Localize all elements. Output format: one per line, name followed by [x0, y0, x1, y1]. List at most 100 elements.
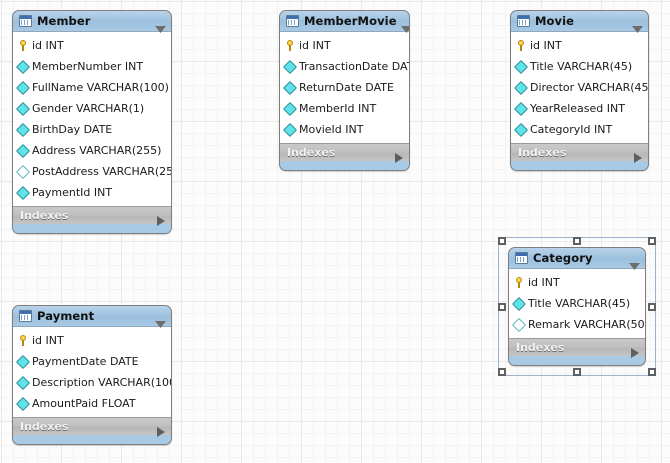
chevron-right-icon[interactable] — [631, 343, 639, 358]
chevron-down-icon[interactable] — [155, 18, 166, 33]
table-column-label: Title VARCHAR(45) — [530, 60, 633, 73]
table-column-row[interactable]: YearReleased INT — [511, 98, 648, 119]
table-column-label: Description VARCHAR(100) — [32, 376, 172, 389]
resize-handle-se[interactable] — [648, 368, 656, 376]
chevron-down-icon[interactable] — [632, 18, 643, 33]
table-column-row[interactable]: Remark VARCHAR(500) — [509, 314, 645, 335]
resize-handle-n[interactable] — [573, 237, 581, 245]
table-name-label: Category — [533, 250, 593, 265]
diamond-icon — [284, 81, 297, 94]
diamond-icon — [284, 102, 297, 115]
resize-handle-s[interactable] — [573, 368, 581, 376]
resize-handle-ne[interactable] — [648, 237, 656, 245]
table-footer-strip — [511, 161, 648, 170]
diamond-icon — [17, 355, 30, 368]
chevron-down-icon[interactable] — [155, 313, 166, 328]
table-indexes-section[interactable]: Indexes — [509, 338, 645, 358]
resize-handle-w[interactable] — [498, 302, 506, 311]
table-header-member[interactable]: Member — [13, 11, 171, 33]
table-column-row[interactable]: Title VARCHAR(45) — [509, 293, 645, 314]
chevron-right-icon[interactable] — [157, 211, 165, 226]
table-column-row[interactable]: Address VARCHAR(255) — [13, 140, 171, 161]
table-column-row[interactable]: Gender VARCHAR(1) — [13, 98, 171, 119]
table-figure-movie[interactable]: Movie id INT Title VARCHAR(45) Director VAR… — [510, 10, 649, 171]
table-column-row[interactable]: CategoryId INT — [511, 119, 648, 140]
table-column-label: Remark VARCHAR(500) — [528, 318, 646, 331]
table-column-label: Gender VARCHAR(1) — [32, 102, 145, 115]
table-column-row[interactable]: PostAddress VARCHAR(255) — [13, 161, 171, 182]
table-column-row[interactable]: FullName VARCHAR(100) — [13, 77, 171, 98]
table-footer-strip — [13, 435, 171, 444]
table-column-label: YearReleased INT — [530, 102, 625, 115]
table-column-row[interactable]: id INT — [511, 35, 648, 56]
table-header-movie[interactable]: Movie — [511, 11, 648, 33]
table-indexes-section[interactable]: Indexes — [511, 143, 648, 163]
table-indexes-label: Indexes — [20, 419, 69, 433]
selection-outline — [498, 237, 656, 376]
table-column-row[interactable]: ReturnDate DATE — [280, 77, 409, 98]
table-column-row[interactable]: Title VARCHAR(45) — [511, 56, 648, 77]
diamond-icon — [17, 144, 30, 157]
table-column-label: AmountPaid FLOAT — [32, 397, 136, 410]
table-name-label: MemberMovie — [304, 13, 397, 28]
table-figure-membermovie[interactable]: MemberMovie id INT TransactionDate DATE Ret… — [279, 10, 410, 171]
key-icon — [515, 39, 528, 52]
table-header-category[interactable]: Category — [509, 248, 645, 270]
table-name-label: Payment — [37, 308, 95, 323]
table-column-row[interactable]: Description VARCHAR(100) — [13, 372, 171, 393]
diamond-icon — [284, 60, 297, 73]
table-indexes-section[interactable]: Indexes — [280, 143, 409, 163]
chevron-down-icon[interactable] — [629, 255, 640, 270]
chevron-right-icon[interactable] — [157, 422, 165, 437]
table-column-label: TransactionDate DATE — [299, 60, 410, 73]
table-column-label: Director VARCHAR(45) — [530, 81, 649, 94]
chevron-down-icon[interactable] — [400, 18, 409, 33]
table-columns-list: id INT TransactionDate DATE ReturnDate DAT… — [280, 32, 409, 143]
table-column-row[interactable]: MovieId INT — [280, 119, 409, 140]
table-column-label: id INT — [530, 39, 562, 52]
diamond-icon — [17, 376, 30, 389]
table-column-label: id INT — [299, 39, 331, 52]
diamond-icon — [515, 81, 528, 94]
table-column-row[interactable]: id INT — [280, 35, 409, 56]
selection-handles-category — [498, 237, 656, 376]
table-column-label: PaymentId INT — [32, 186, 113, 199]
resize-handle-sw[interactable] — [498, 368, 506, 376]
table-column-row[interactable]: id INT — [509, 272, 645, 293]
table-header-membermovie[interactable]: MemberMovie — [280, 11, 409, 33]
table-column-row[interactable]: TransactionDate DATE — [280, 56, 409, 77]
table-column-row[interactable]: MemberNumber INT — [13, 56, 171, 77]
table-column-row[interactable]: BirthDay DATE — [13, 119, 171, 140]
table-column-row[interactable]: id INT — [13, 330, 171, 351]
chevron-right-icon[interactable] — [395, 148, 403, 163]
table-column-label: CategoryId INT — [530, 123, 613, 136]
table-indexes-section[interactable]: Indexes — [13, 417, 171, 437]
key-icon — [513, 276, 526, 289]
diamond-icon — [17, 397, 30, 410]
table-column-row[interactable]: PaymentId INT — [13, 182, 171, 203]
resize-handle-nw[interactable] — [498, 237, 506, 245]
key-icon — [17, 334, 30, 347]
diamond-icon — [17, 81, 30, 94]
table-column-row[interactable]: MemberId INT — [280, 98, 409, 119]
table-footer-strip — [280, 161, 409, 170]
table-column-row[interactable]: id INT — [13, 35, 171, 56]
diamond-icon — [515, 102, 528, 115]
table-column-row[interactable]: Director VARCHAR(45) — [511, 77, 648, 98]
resize-handle-e[interactable] — [648, 302, 656, 311]
key-icon — [17, 39, 30, 52]
chevron-right-icon[interactable] — [634, 148, 642, 163]
table-column-row[interactable]: AmountPaid FLOAT — [13, 393, 171, 414]
diamond-icon — [284, 123, 297, 136]
diamond-hollow-icon — [17, 165, 30, 178]
table-indexes-label: Indexes — [518, 145, 567, 159]
table-header-payment[interactable]: Payment — [13, 306, 171, 328]
table-footer-strip — [509, 356, 645, 365]
table-indexes-section[interactable]: Indexes — [13, 206, 171, 226]
table-column-row[interactable]: PaymentDate DATE — [13, 351, 171, 372]
